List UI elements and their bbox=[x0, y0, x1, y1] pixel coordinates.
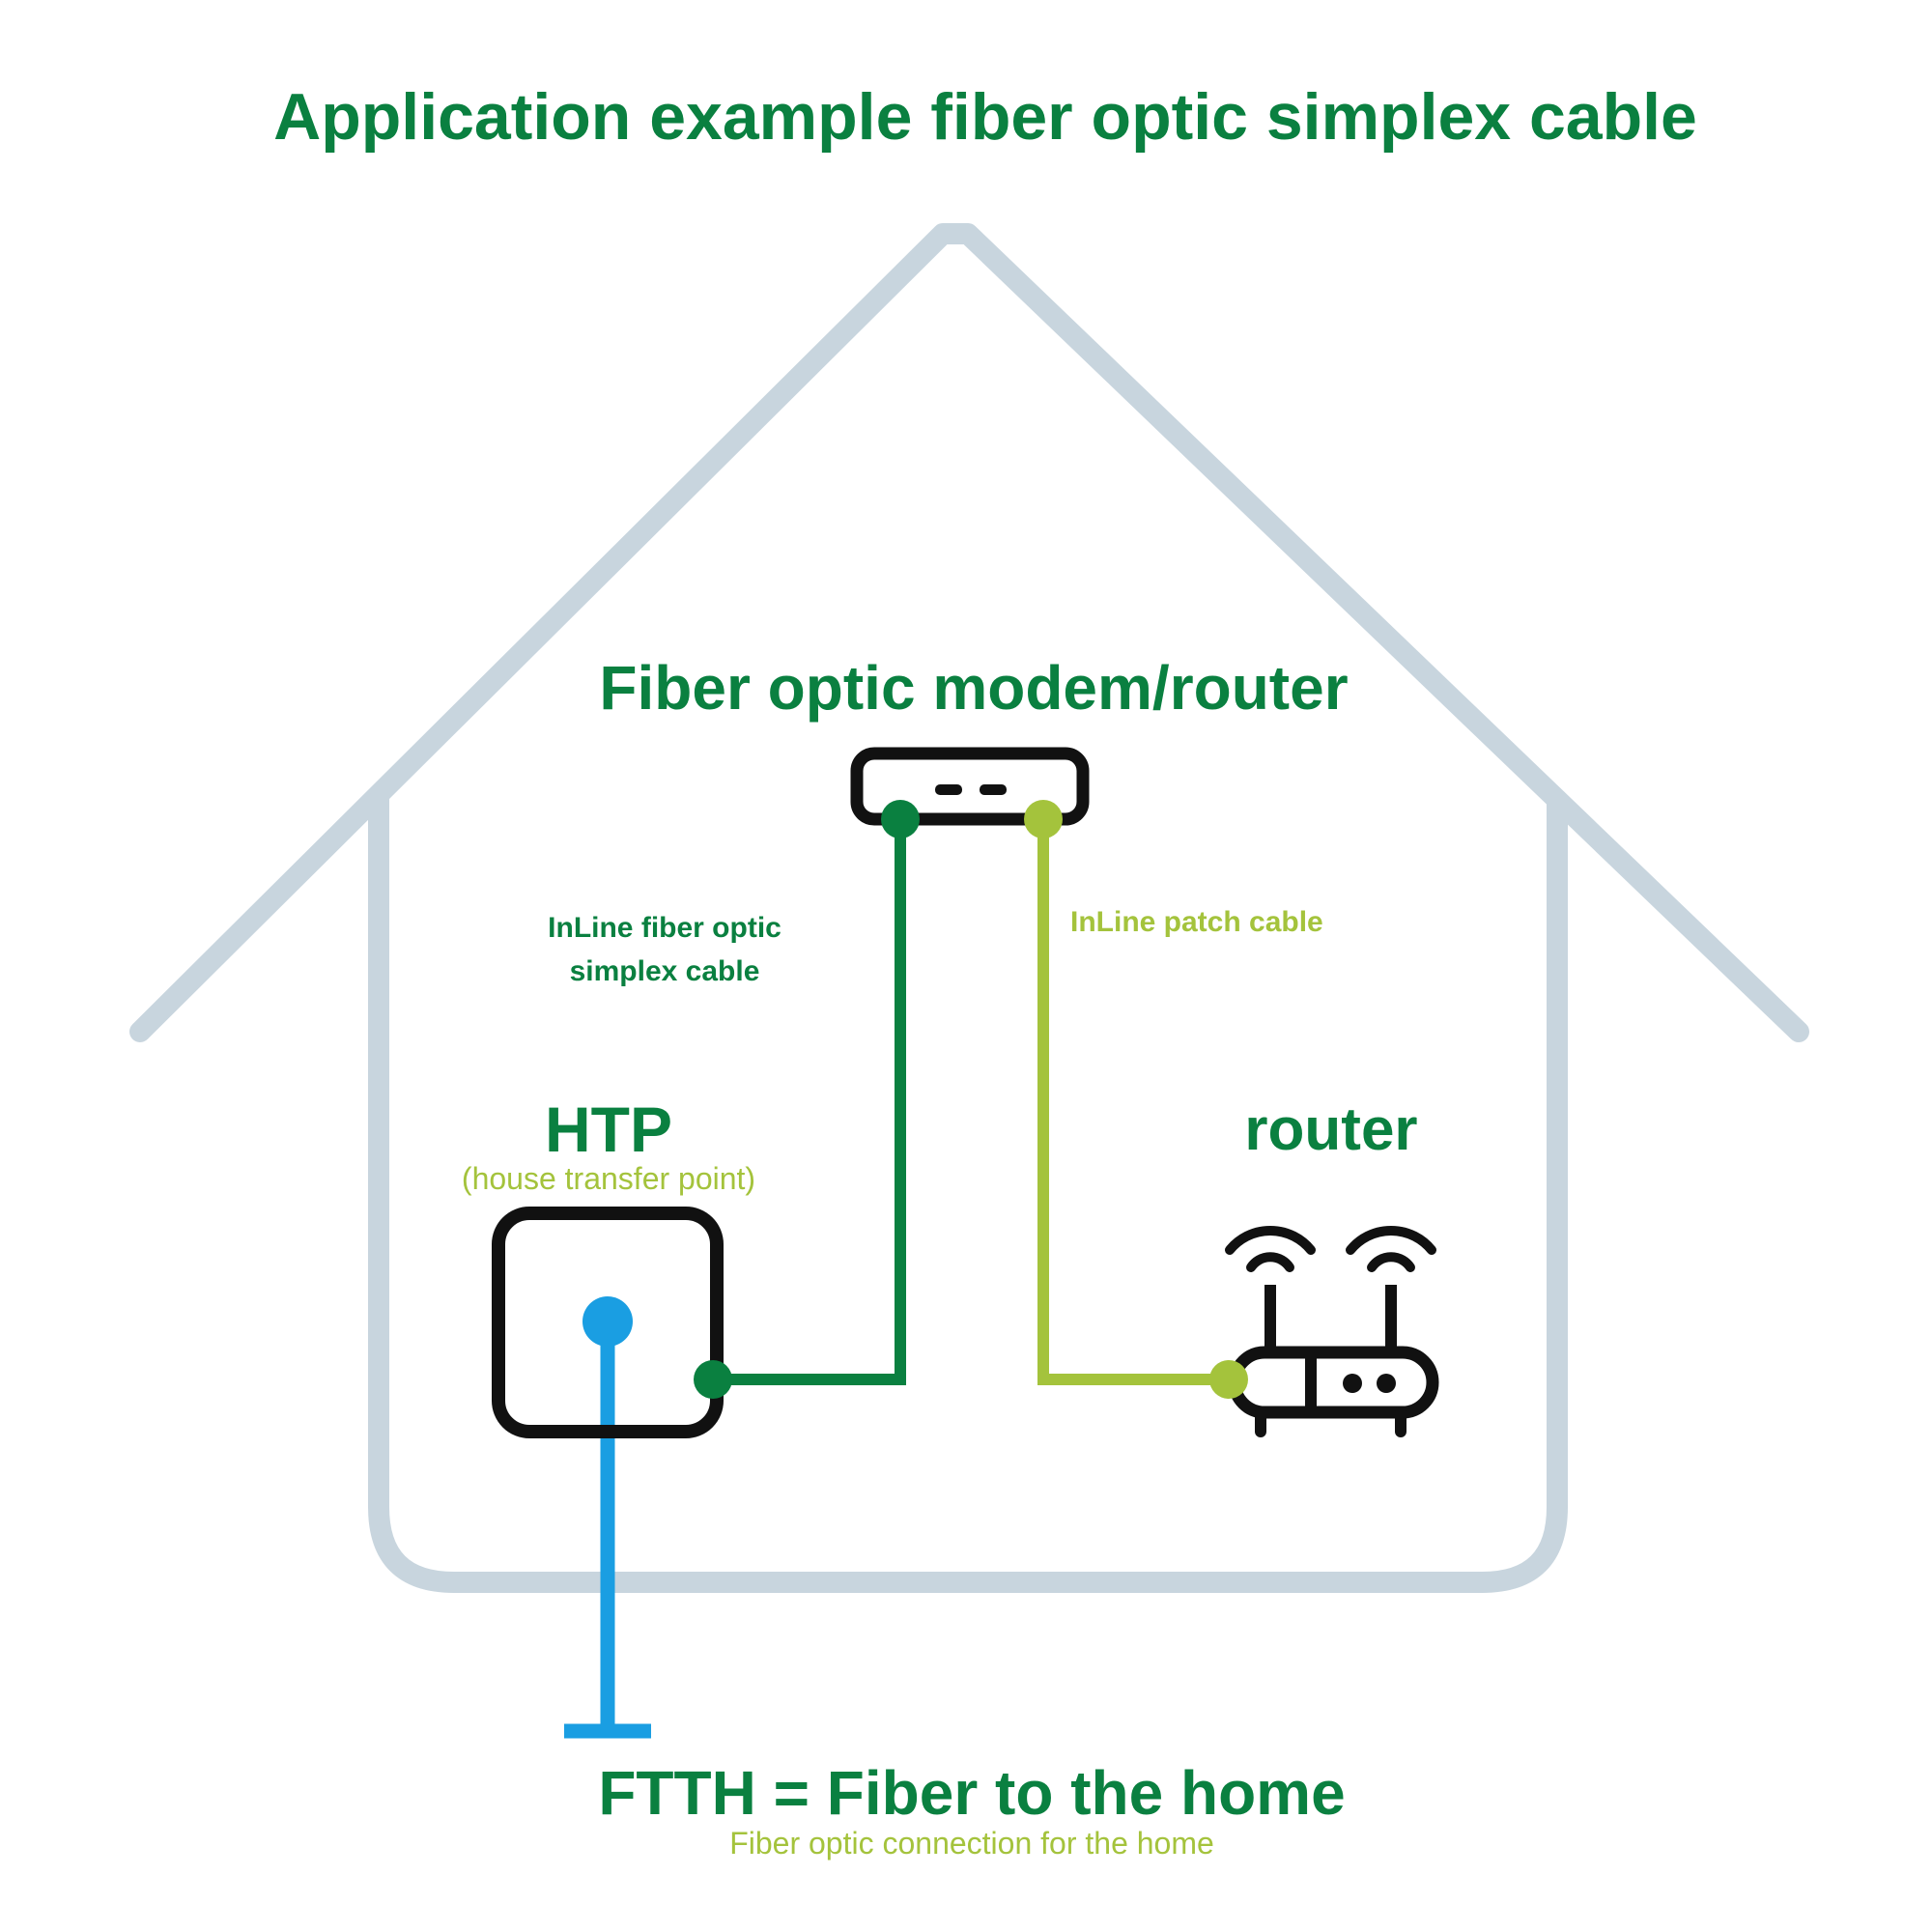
router-input-port bbox=[1209, 1360, 1248, 1399]
wifi-router-icon bbox=[1225, 1225, 1439, 1437]
wifi-signal-icon bbox=[1367, 1252, 1415, 1272]
patch-cable-label: InLine patch cable bbox=[1070, 906, 1323, 938]
modem-fiber-port bbox=[881, 800, 920, 838]
modem-led-1 bbox=[935, 784, 962, 795]
htp-sublabel: (house transfer point) bbox=[461, 1161, 756, 1196]
ftth-label: FTTH = Fiber to the home bbox=[598, 1758, 1346, 1828]
modem-led-2 bbox=[980, 784, 1007, 795]
router-label: router bbox=[1244, 1096, 1418, 1163]
house-walls bbox=[368, 789, 1568, 1593]
modem-icon bbox=[850, 747, 1090, 826]
htp-output-port bbox=[694, 1360, 732, 1399]
htp-fiber-port bbox=[582, 1296, 633, 1347]
page-title: Application example fiber optic simplex … bbox=[273, 80, 1697, 154]
house-roof bbox=[129, 223, 1809, 1042]
modem-lan-port bbox=[1024, 800, 1063, 838]
fiber-cable-label-line1: InLine fiber optic bbox=[548, 912, 781, 944]
fiber-cable-label-line2: simplex cable bbox=[569, 955, 760, 987]
fiber-cable-label: InLine fiber optic simplex cable bbox=[548, 906, 781, 993]
htp-label: HTP bbox=[545, 1094, 672, 1165]
wifi-signal-icon bbox=[1246, 1252, 1294, 1272]
modem-label: Fiber optic modem/router bbox=[599, 653, 1349, 723]
ftth-sublabel: Fiber optic connection for the home bbox=[729, 1826, 1214, 1861]
wall-socket-icon bbox=[492, 1207, 724, 1438]
fiber-simplex-cable-line bbox=[713, 819, 906, 1385]
patch-cable-line bbox=[1037, 819, 1229, 1385]
